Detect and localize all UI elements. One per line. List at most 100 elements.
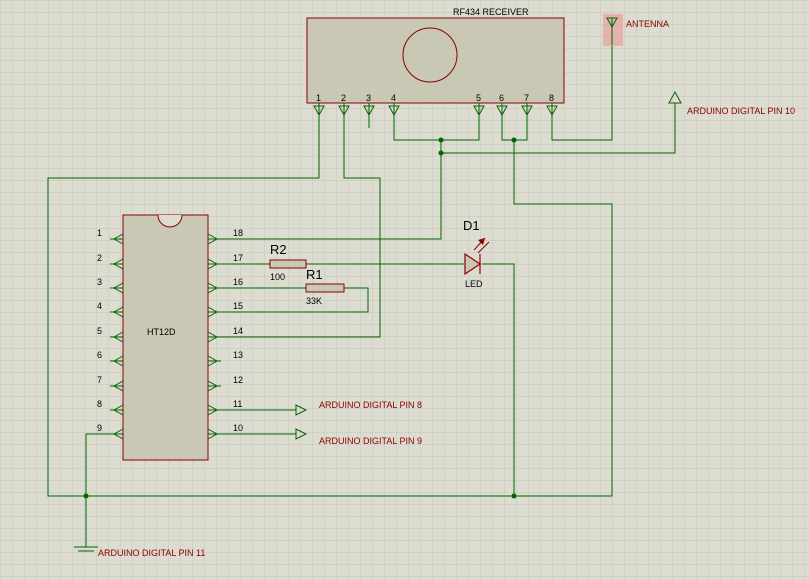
ht-left-pin-number: 3	[97, 277, 102, 287]
junction-dot	[511, 137, 517, 143]
terminal-pin10[interactable]: ARDUINO DIGITAL PIN 10	[668, 90, 795, 116]
ht12d-notch	[157, 214, 183, 228]
ht-left-pin-marker-icon	[112, 282, 124, 294]
rf-pin-marker-icon	[388, 105, 400, 117]
wire-antenna	[551, 45, 613, 141]
led-ref: D1	[463, 218, 480, 233]
ht-right-pin-number: 15	[233, 301, 243, 311]
led-emission-arrow2-icon	[477, 241, 490, 254]
terminal-pin9[interactable]: ARDUINO DIGITAL PIN 9	[295, 428, 422, 446]
ht-right-pin-marker-icon	[207, 380, 219, 392]
wires	[47, 45, 676, 547]
ht-right-pin-marker-icon	[207, 233, 219, 245]
led-emission-arrowhead-icon	[478, 238, 485, 245]
ht-left-pin-marker-icon	[112, 258, 124, 270]
rf-pin-number: 6	[499, 93, 504, 103]
antenna-highlight	[603, 14, 623, 46]
ht12d-name: HT12D	[147, 327, 176, 337]
rf-pin-number: 1	[316, 93, 321, 103]
rf-receiver[interactable]: RF434 RECEIVER 1 2 3 4 5 6 7 8	[306, 7, 565, 117]
ht12d-right-pins: 18 17 16 15 14 13 12 11 10	[207, 228, 243, 440]
rf-receiver-body	[306, 17, 565, 104]
wire-pin10	[441, 103, 676, 154]
rf-receiver-crystal	[402, 27, 458, 83]
rf-pin-marker-icon	[546, 105, 558, 117]
ht-left-pin-marker-icon	[112, 404, 124, 416]
terminal-pin10-label: ARDUINO DIGITAL PIN 10	[687, 106, 795, 116]
rf-pin-number: 7	[524, 93, 529, 103]
ht-right-pin-marker-icon	[207, 355, 219, 367]
junction-dot	[83, 493, 89, 499]
ht-left-pin-marker-icon	[112, 380, 124, 392]
terminal-pin9-label: ARDUINO DIGITAL PIN 9	[319, 436, 422, 446]
rf-pin-marker-icon	[313, 105, 325, 117]
terminal-pin11[interactable]: ARDUINO DIGITAL PIN 11	[74, 546, 205, 558]
ht-left-pin-number: 8	[97, 399, 102, 409]
terminal-pin11-label: ARDUINO DIGITAL PIN 11	[98, 548, 205, 558]
rf-pin-marker-icon	[473, 105, 485, 117]
ht-left-pin-number: 7	[97, 375, 102, 385]
junction-dot	[438, 150, 444, 156]
resistor-r1-ref: R1	[306, 267, 323, 282]
ht-right-pin-number: 16	[233, 277, 243, 287]
ht-left-pin-marker-icon	[112, 331, 124, 343]
ht-right-pin-number: 18	[233, 228, 243, 238]
rf-pin-number: 4	[391, 93, 396, 103]
ht-left-pin-marker-icon	[112, 233, 124, 245]
rf-pin-marker-icon	[338, 105, 350, 117]
ht-right-pin-number: 13	[233, 350, 243, 360]
junctions	[83, 137, 517, 499]
ht-right-pin-marker-icon	[207, 404, 219, 416]
ht-left-pin-marker-icon	[112, 306, 124, 318]
ht-right-pin-number: 12	[233, 375, 243, 385]
rf-pin-marker-icon	[363, 105, 375, 117]
antenna[interactable]: ANTENNA	[603, 14, 669, 46]
rf-pin-marker-icon	[521, 105, 533, 117]
ht-right-pin-number: 17	[233, 253, 243, 263]
ht-left-pin-number: 9	[97, 423, 102, 433]
terminal-pin8-label: ARDUINO DIGITAL PIN 8	[319, 400, 422, 410]
wire-rf4	[393, 115, 480, 141]
terminal-pin9-icon	[295, 428, 308, 440]
rf-pin-number: 2	[341, 93, 346, 103]
ht-right-pin-marker-icon	[207, 428, 219, 440]
ht12d-chip[interactable]: HT12D 12 3 4 5 6 7 8 9 18 17 16 15 14 13 12 11 10	[97, 214, 243, 461]
ht-right-pin-number: 10	[233, 423, 243, 433]
ht-right-pin-number: 11	[233, 399, 242, 409]
antenna-label: ANTENNA	[626, 19, 669, 29]
ht-left-pin-number: 6	[97, 350, 102, 360]
led-d1[interactable]: D1 LED	[463, 218, 490, 289]
terminal-pin8[interactable]: ARDUINO DIGITAL PIN 8	[295, 400, 422, 416]
resistor-r2-value: 100	[270, 272, 285, 282]
resistor-r1-body	[305, 283, 345, 293]
wire-rf1	[47, 115, 613, 497]
ht-right-pin-number: 14	[233, 326, 243, 336]
resistor-r2-body	[269, 259, 307, 269]
rf-pin-number: 8	[549, 93, 554, 103]
resistor-r1[interactable]: R1 33K	[305, 267, 345, 306]
wire-ht9	[85, 433, 110, 547]
ht-right-pin-marker-icon	[207, 306, 219, 318]
ht-left-pin-number: 4	[97, 301, 102, 311]
resistor-r2-ref: R2	[270, 242, 287, 257]
ht-right-pin-marker-icon	[207, 258, 219, 270]
led-value: LED	[465, 279, 483, 289]
ht-left-pin-marker-icon	[112, 428, 124, 440]
terminal-pin10-icon	[668, 90, 682, 104]
ht-right-pin-marker-icon	[207, 282, 219, 294]
wire-r1-loop	[221, 287, 369, 313]
junction-dot	[511, 493, 517, 499]
ht-left-pin-number: 1	[97, 228, 102, 238]
rf-pin-number: 3	[366, 93, 371, 103]
rf-receiver-title: RF434 RECEIVER	[453, 7, 529, 17]
rf-receiver-pins: 1 2 3 4 5 6 7 8	[313, 93, 558, 117]
ht-left-pin-number: 5	[97, 326, 102, 336]
resistor-r2[interactable]: R2 100	[269, 242, 307, 282]
rf-pin-marker-icon	[496, 105, 508, 117]
resistor-r1-value: 33K	[306, 296, 322, 306]
rf-pin-number: 5	[476, 93, 481, 103]
led-symbol-icon	[464, 252, 482, 276]
wire-led-ground	[482, 263, 515, 496]
